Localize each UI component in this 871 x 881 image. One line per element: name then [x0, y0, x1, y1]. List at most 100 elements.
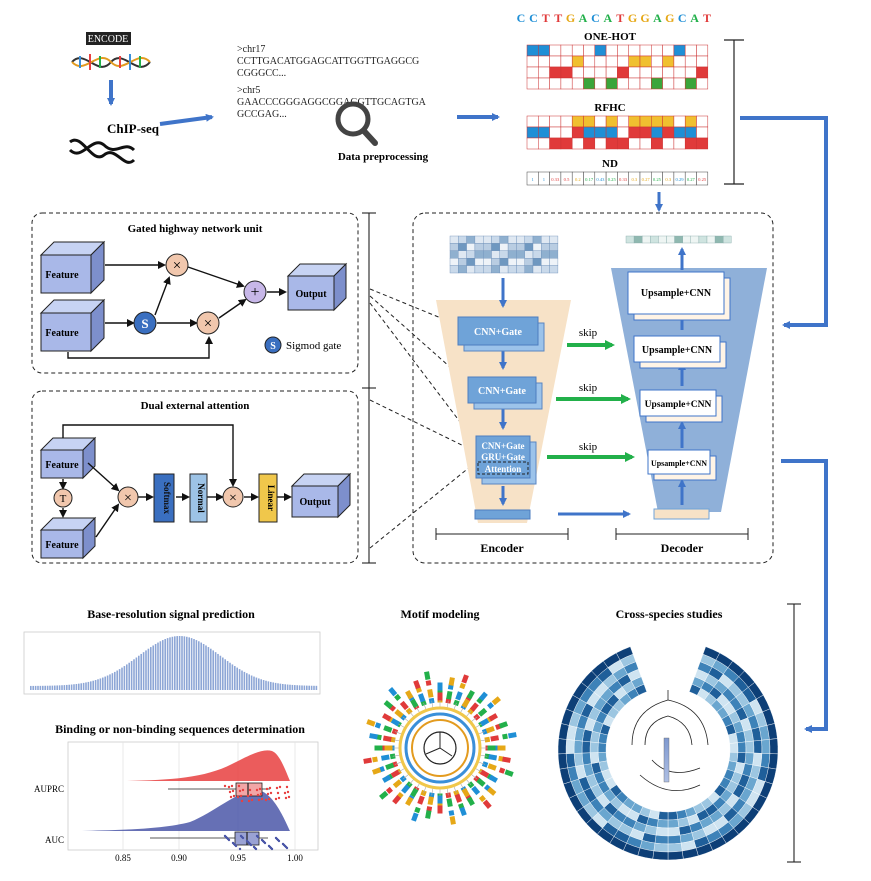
input-cell — [449, 235, 459, 244]
input-cell — [549, 235, 559, 244]
input-cell — [499, 235, 509, 244]
input-cell — [458, 250, 467, 259]
signal-bar — [39, 685, 42, 690]
output-cell — [714, 235, 724, 244]
input-cell — [549, 243, 559, 251]
matrix-cell — [684, 126, 697, 139]
dna-helix-icon — [68, 138, 136, 164]
motif-glyph — [392, 779, 403, 789]
onehot-label: ONE-HOT — [584, 31, 637, 43]
signal-bar — [207, 647, 210, 690]
heatmap-cell — [656, 819, 669, 829]
motif-glyph — [478, 795, 486, 803]
signal-bar — [126, 664, 128, 690]
output-cell — [625, 235, 635, 244]
arrow-encoding-to-model — [740, 116, 828, 329]
matrix-cell — [526, 55, 539, 68]
matrix-cell — [628, 66, 641, 79]
signal-bar — [248, 674, 250, 690]
motif-glyph — [461, 698, 470, 709]
motif-glyph — [382, 774, 392, 783]
signal-bar — [152, 645, 154, 690]
input-cell — [541, 243, 550, 251]
chipseq-label: ChIP-seq — [107, 121, 160, 136]
sequence-base: T — [616, 11, 624, 25]
svg-text:Upsample+CNN: Upsample+CNN — [651, 459, 707, 468]
matrix-cell — [639, 137, 652, 150]
input-cell — [532, 265, 542, 274]
motif-glyph — [388, 687, 398, 697]
sequence-base: T — [554, 11, 562, 25]
auprc-point — [231, 789, 235, 793]
matrix-cell — [639, 115, 652, 128]
auprc-point — [264, 798, 268, 802]
motif-glyph — [411, 812, 419, 822]
svg-text:T: T — [60, 493, 67, 505]
input-cell — [499, 243, 509, 251]
motif-glyph — [401, 784, 411, 794]
auprc-point — [286, 790, 290, 794]
signal-bar — [291, 684, 294, 690]
signal-bar — [195, 640, 198, 690]
heatmap-cell — [581, 752, 592, 766]
auprc-point — [246, 794, 250, 798]
input-cell — [507, 258, 517, 266]
motif-glyph — [413, 679, 421, 690]
motif-glyph — [454, 793, 463, 803]
motif-glyph — [366, 719, 376, 727]
input-cell — [524, 250, 534, 259]
motif-glyph — [477, 707, 488, 717]
cross-species-circular-heatmap — [557, 646, 779, 861]
input-cell — [449, 250, 459, 259]
highway-output: Output — [286, 262, 348, 312]
auprc-point — [259, 792, 263, 796]
input-cell — [474, 250, 484, 259]
svg-text:Upsample+CNN: Upsample+CNN — [642, 345, 713, 356]
matrix-cell — [628, 137, 641, 150]
matrix-cell — [594, 55, 607, 68]
fasta-seq-2a: GAACCCGGGAGGCGGAGGTTGCAGTGA — [237, 97, 427, 108]
input-cell — [491, 243, 501, 251]
motif-glyph — [417, 795, 425, 805]
encoder-block-1: CNN+Gate — [457, 316, 545, 352]
svg-text:GRU+Gate: GRU+Gate — [481, 452, 525, 462]
motif-glyph — [392, 795, 402, 805]
signal-bar — [30, 685, 32, 690]
matrix-cell — [549, 77, 562, 90]
auprc-point — [256, 793, 260, 797]
heatmap-cell — [589, 741, 599, 753]
svg-text:CNN+Gate: CNN+Gate — [481, 441, 524, 451]
auc-point — [238, 847, 242, 851]
motif-glyph — [497, 745, 506, 751]
svg-text:Output: Output — [299, 497, 331, 508]
sequence-base: G — [628, 11, 637, 25]
motif-glyph — [374, 722, 382, 729]
matrix-cell — [605, 44, 618, 57]
signal-bar — [308, 685, 310, 690]
signal-bar — [296, 685, 298, 690]
matrix-cell — [651, 66, 663, 79]
nd-value: 0.25 — [608, 177, 617, 182]
motif-glyph — [437, 795, 443, 804]
matrix-cell — [560, 126, 573, 139]
sequence-base: A — [690, 11, 699, 25]
matrix-cell — [662, 66, 675, 79]
signal-bar — [116, 670, 118, 690]
heatmap-cell — [655, 827, 669, 837]
matrix-cell — [696, 77, 709, 90]
heatmap-cell — [653, 842, 669, 853]
fasta-sequences: >chr17 CCTTGACATGGAGCATTGGTTGAGGCG CGGGC… — [237, 44, 427, 120]
auc-point — [285, 846, 289, 850]
svg-text:Softmax: Softmax — [162, 482, 172, 514]
signal-bar — [229, 662, 231, 690]
signal-bar — [301, 685, 303, 690]
svg-text:Feature: Feature — [45, 540, 79, 551]
motif-glyph — [461, 674, 469, 684]
sequence-base: A — [653, 11, 662, 25]
matrix-cell — [673, 115, 686, 128]
matrix-cell — [651, 137, 663, 150]
matrix-cell — [662, 44, 675, 57]
matrix-cell — [549, 55, 562, 68]
